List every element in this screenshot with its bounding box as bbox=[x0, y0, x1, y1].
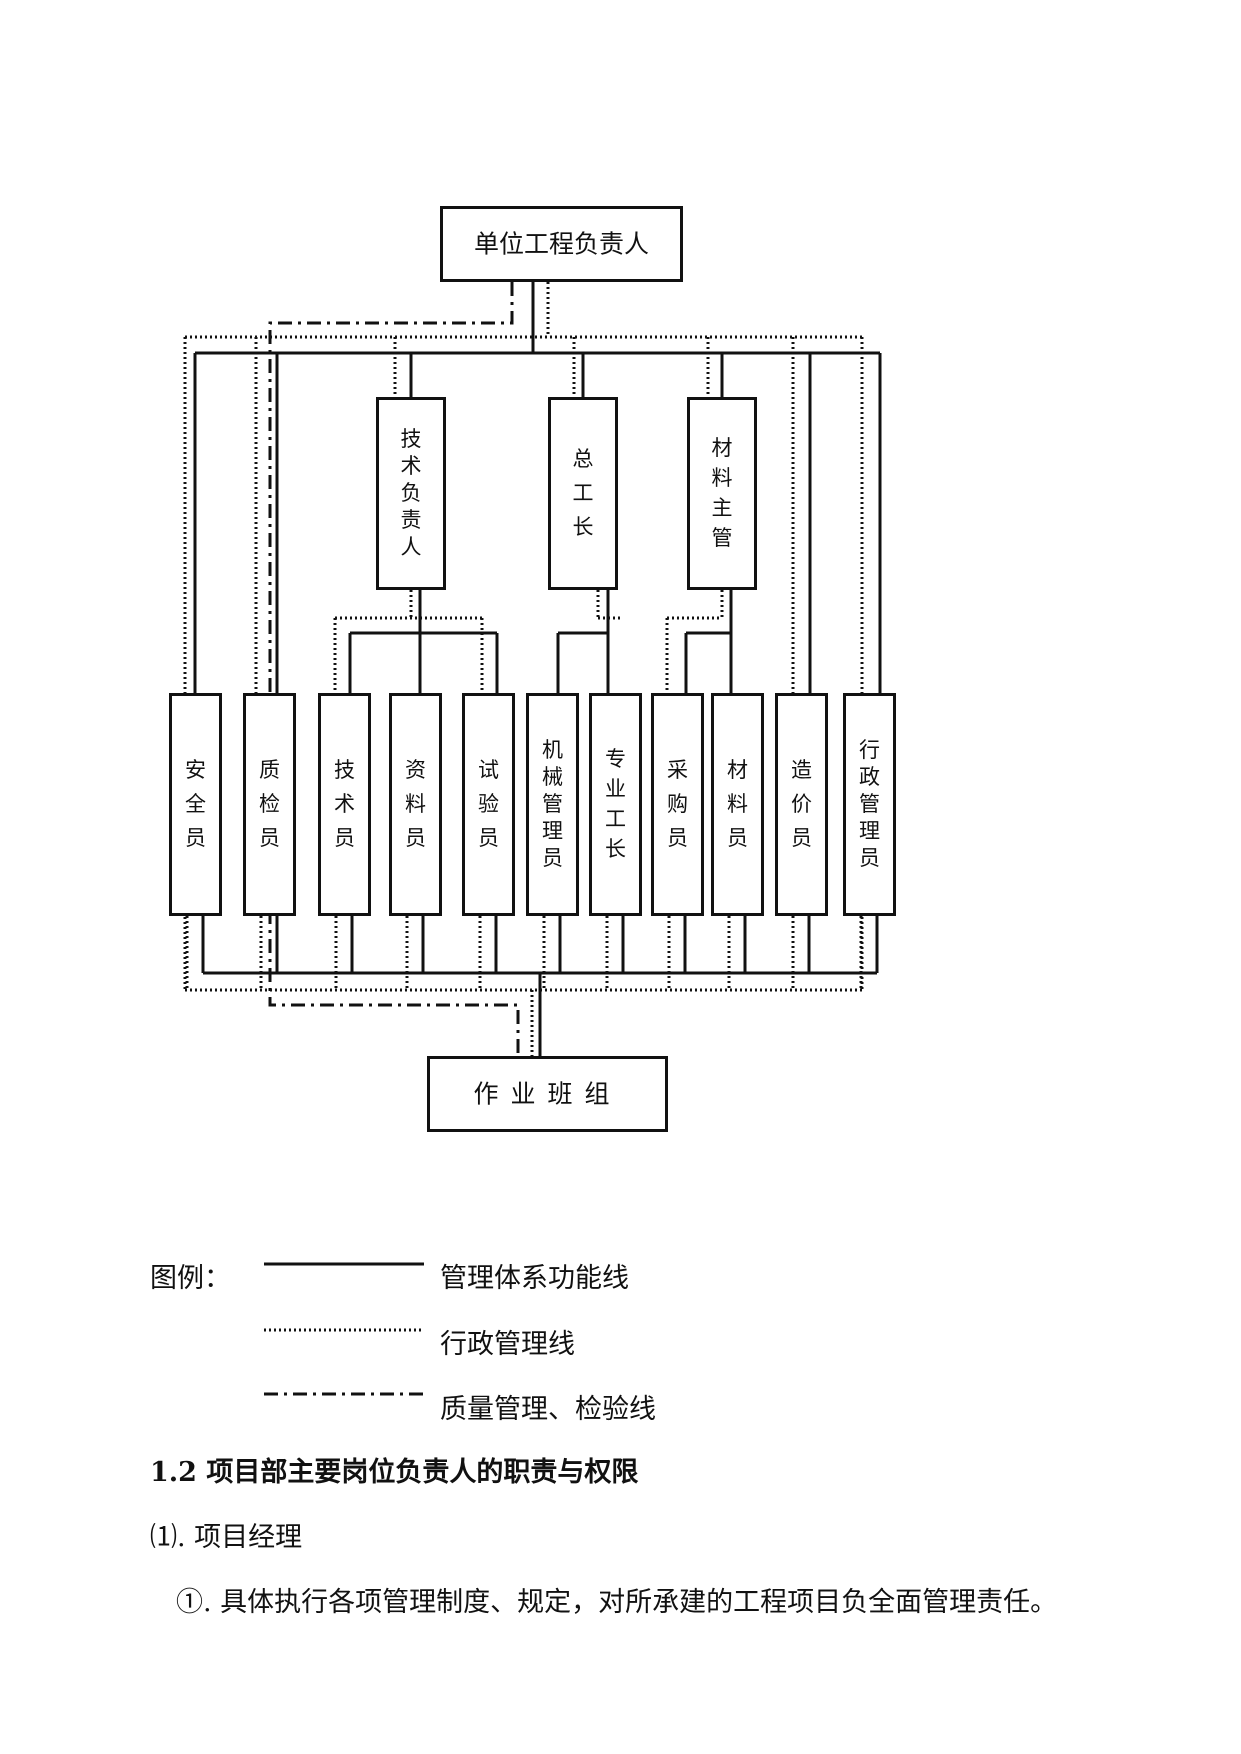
staff-box-purchasing: 采购员 bbox=[651, 693, 704, 916]
legend-label-dotted: 行政管理线 bbox=[440, 1329, 575, 1360]
top-box-label: 单位工程负责人 bbox=[473, 229, 649, 259]
bottom-box-label: 作业班组 bbox=[473, 1079, 622, 1109]
staff-label-materials: 材料员 bbox=[727, 758, 748, 850]
manager-label-material: 材料主管 bbox=[711, 436, 733, 550]
manager-box-material: 材料主管 bbox=[687, 397, 757, 590]
bottom-box: 作业班组 bbox=[427, 1056, 668, 1132]
staff-box-technician: 技术员 bbox=[318, 693, 371, 916]
staff-box-specialty: 专业工长 bbox=[589, 693, 642, 916]
legend-label-dashdot: 质量管理、检验线 bbox=[440, 1394, 656, 1425]
manager-label-tech: 技术负责人 bbox=[400, 427, 422, 559]
responsibility-item-1: ①. 具体执行各项管理制度、规定，对所承建的工程项目负全面管理责任。 bbox=[176, 1587, 1058, 1618]
section-heading: 1.2 项目部主要岗位负责人的职责与权限 bbox=[150, 1457, 639, 1488]
manager-box-foreman: 总工长 bbox=[548, 397, 618, 590]
staff-label-safety: 安全员 bbox=[185, 758, 206, 850]
staff-label-documents: 资料员 bbox=[405, 758, 426, 850]
staff-label-machinery: 机械管理员 bbox=[542, 738, 563, 870]
staff-box-testing: 试验员 bbox=[462, 693, 515, 916]
staff-label-admin: 行政管理员 bbox=[859, 738, 880, 870]
staff-box-documents: 资料员 bbox=[389, 693, 442, 916]
dashdot-top bbox=[268, 282, 520, 1056]
staff-label-specialty: 专业工长 bbox=[605, 747, 626, 861]
legend-label-solid: 管理体系功能线 bbox=[440, 1263, 629, 1294]
org-chart: 单位工程负责人 技术负责人 总工长 材料主管 安全员 质检员 技术员 资料员 试… bbox=[169, 206, 896, 1132]
legend-title: 图例： bbox=[150, 1263, 231, 1294]
manager-label-foreman: 总工长 bbox=[572, 447, 594, 539]
staff-label-quality: 质检员 bbox=[259, 758, 280, 850]
staff-box-cost: 造价员 bbox=[775, 693, 828, 916]
top-box: 单位工程负责人 bbox=[440, 206, 683, 282]
connector-lines bbox=[183, 282, 882, 1056]
staff-box-safety: 安全员 bbox=[169, 693, 222, 916]
staff-label-technician: 技术员 bbox=[334, 758, 355, 850]
section-subheading: ⑴. 项目经理 bbox=[150, 1522, 303, 1553]
staff-box-materials: 材料员 bbox=[711, 693, 764, 916]
staff-box-machinery: 机械管理员 bbox=[526, 693, 579, 916]
manager-box-tech: 技术负责人 bbox=[376, 397, 446, 590]
staff-label-testing: 试验员 bbox=[478, 758, 499, 850]
staff-label-purchasing: 采购员 bbox=[667, 758, 688, 850]
staff-box-quality: 质检员 bbox=[243, 693, 296, 916]
staff-label-cost: 造价员 bbox=[791, 758, 812, 850]
staff-box-admin: 行政管理员 bbox=[843, 693, 896, 916]
